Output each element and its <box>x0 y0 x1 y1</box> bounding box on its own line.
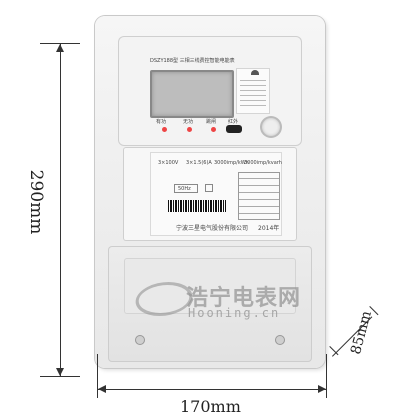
watermark-url: Hooning.cn <box>188 306 281 320</box>
meter-model-label: DSZY188型 三相三线费控智能电能表 <box>150 58 235 64</box>
indicator-led-2 <box>187 127 192 132</box>
height-label: 290mm <box>26 169 46 235</box>
height-tick-top <box>40 43 80 44</box>
freq-label: 50Hz <box>178 186 191 192</box>
button-label-infrared: 红外 <box>228 119 239 125</box>
infrared-window <box>226 125 242 133</box>
rated-current: 3×1.5(6)A <box>186 160 212 166</box>
seal-screw-left <box>135 335 145 345</box>
button-label-reactive: 无功 <box>183 119 194 125</box>
height-arrow-up <box>56 44 64 52</box>
width-tick-left <box>97 354 98 398</box>
info-plate-lines <box>240 80 266 110</box>
lcd-screen <box>150 70 234 118</box>
height-arrow-down <box>56 368 64 376</box>
watermark-brand: 浩宁电表网 <box>186 286 302 311</box>
wiring-diagram <box>238 172 280 220</box>
info-plate-logo-icon <box>251 70 259 75</box>
width-arrow-left <box>98 385 106 393</box>
seal-screw-right <box>275 335 285 345</box>
indicator-led-1 <box>162 127 167 132</box>
constant-active: 3000imp/kWh <box>214 160 249 166</box>
barcode <box>168 200 226 212</box>
height-line <box>60 44 61 376</box>
height-tick-bottom <box>40 376 80 377</box>
width-label: 170mm <box>180 397 241 416</box>
rated-voltage: 3×100V <box>158 160 179 166</box>
constant-reactive: 3000imp/kvarh <box>244 160 282 166</box>
indicator-led-3 <box>211 127 216 132</box>
terminal-cover-ridge <box>124 258 296 314</box>
width-arrow-right <box>318 385 326 393</box>
depth-label: 85mm <box>348 309 375 357</box>
button-label-active: 有功 <box>156 119 167 125</box>
button-label-trip: 跳闸 <box>206 119 217 125</box>
width-tick-right <box>326 354 327 398</box>
page-button[interactable] <box>262 118 280 136</box>
width-line <box>98 389 326 390</box>
class-box <box>205 184 213 192</box>
year-label: 2014年 <box>258 225 280 232</box>
manufacturer-label: 宁波三星电气股份有限公司 <box>176 225 249 232</box>
